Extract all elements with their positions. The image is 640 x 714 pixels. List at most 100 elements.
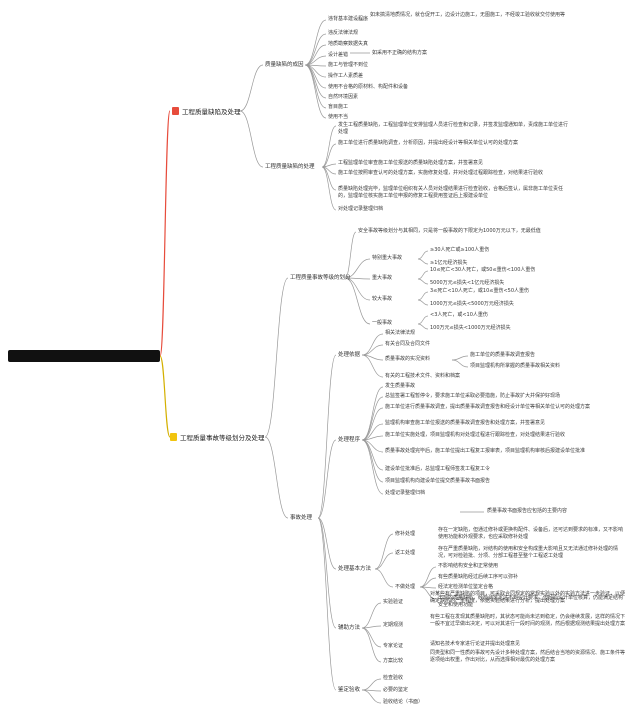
connector-line [321,143,337,168]
method-name: 不做处理 [395,584,416,590]
defect-cause-item: 违背基本建设程序 [328,16,369,22]
defect-cause-item: 施工与管理不到位 [328,62,369,68]
procedure-step: 建设单位批准后，总监理工程师签发工程复工令 [385,466,491,472]
decision-method-name: 方案比较 [383,658,404,664]
defect-handling-step: 发生工程质量缺陷，工程监理单位安排监理人员进行检查和记录，并签发监理通知单，责成… [338,122,569,135]
connector-line [417,270,429,280]
connector-line [361,625,382,629]
procedure-step: 施工单位实施处理，项目监理机构对处理过程进行跟踪检查，对处理结果进行验收 [385,432,566,438]
defect-cause-item: 地质勘察数据失真 [328,41,369,47]
grade-level-loss: 1000万元≤损失<5000万元经济损失 [430,301,514,307]
grade-level-casualty: 10≤死亡<30人死亡，或50≤重伤<100人重伤 [430,267,536,273]
connector-line [361,602,382,629]
defect-handling-step: 施工单位进行质量缺陷调查，分析原因，并提出经设计等相关单位认可的处理方案 [338,140,519,146]
basis-item: 质量事故的实况资料 [385,356,431,362]
connector-line [361,396,384,441]
branch-accident-grading[interactable]: 工程质量事故等级划分及处理 [170,433,265,443]
node-defect-handling[interactable]: 工程质量缺陷的处理 [265,164,315,170]
node-handling-procedure[interactable]: 处理程序 [338,437,361,443]
connector-line [374,552,394,570]
priority-2-icon [170,433,177,441]
procedure-step: 总监签署工程暂停令，要求施工单位采取必要措施，防止事故扩大并保护好现场 [385,393,561,399]
defect-cause-item: 盲目施工 [328,104,349,110]
connector-line [304,33,327,66]
connector-line [344,231,357,279]
connector-line [159,110,171,357]
basis-item: 有关的工程技术文件、资料和档案 [385,373,461,379]
defect-cause-item: 设计差错 [328,52,349,58]
connector-line [361,423,384,441]
basis-fact-item: 项目监理机构所掌握的质量事故相关资料 [470,363,561,369]
connector-line [361,407,384,441]
branch-quality-defects[interactable]: 工程质量缺陷及处理 [172,107,241,117]
connector-line [264,277,289,438]
connector-line [417,315,429,325]
node-decision-methods[interactable]: 辅助方法 [338,625,361,631]
connector-line [317,517,337,691]
connector-line [419,586,437,600]
connector-line [417,323,429,330]
grade-level-name: 特别重大事故 [372,255,403,261]
connector-line [361,689,382,704]
grade-level-casualty: ≥30人死亡或≥100人重伤 [430,247,490,253]
connector-line [361,354,384,378]
method-desc: 存在严重质量缺陷，对结构的使用和安全构成重大影响且又无法通过修补处理的情况，可对… [438,546,619,559]
node-grade-division[interactable]: 工程质量事故等级的划分 [290,275,351,281]
connector-line [317,354,337,519]
node-accident-handling[interactable]: 事故处理 [290,515,313,521]
grade-level-name: 重大事故 [372,275,393,281]
no-action-case: 有些质量缺陷经过后续工序可以弥补 [438,574,519,580]
no-action-case: 不影响结构安全和正常使用 [438,563,499,569]
basis-item: 相关法律法规 [385,330,416,336]
defect-cause-item: 违反法律法规 [328,30,359,36]
node-acceptance[interactable]: 鉴定验收 [338,687,361,693]
defect-cause-item: 操作工人素质差 [328,73,364,79]
connector-line [417,278,429,285]
note-design: 如采用不正确的结构方案 [372,50,428,56]
grade-level-loss: 5000万元≤损失<1亿元经济损失 [430,280,505,286]
connector-line [361,344,384,356]
connector-line [419,577,437,588]
acceptance-item: 验收结论（书面） [383,699,424,705]
connector-line [344,277,371,280]
decision-method-desc: 有些工程在发现其质量缺陷时，其状态可能尚未达到稳定，仍会继续发展，这样的情况下一… [430,614,626,627]
priority-1-icon [172,107,179,115]
connector-line [417,258,429,265]
connector-line [321,125,337,168]
node-handling-basis[interactable]: 处理依据 [338,352,361,358]
connector-line [361,627,382,663]
connector-line [361,333,384,356]
acceptance-item: 检查验收 [383,675,404,681]
connector-line [304,44,327,66]
note-procedure: 如未搞清地质情况，就仓促开工，边设计边施工，无图施工，不经竣工验收就交付使用等 [370,12,566,18]
defect-handling-step: 对处理记录整理归档 [338,206,384,212]
connector-line [317,517,337,570]
node-handling-methods[interactable]: 处理基本方法 [338,566,372,572]
procedure-step: 监理机构审查施工单位报送的质量事故调查报告和处理方案，并签署意见 [385,420,546,426]
no-action-case: 出现的质量缺陷，经检测鉴定达不到设计要求，但经原设计单位核算，仍能满足结构安全和… [438,595,624,608]
defect-handling-step: 质量缺陷处理完毕，监理单位组织有关人员对处理结果进行检查验收，合格后签认，属非施… [338,186,564,199]
root-node-redacted [8,350,160,362]
connector-line [417,299,429,306]
method-name: 返工处理 [395,550,416,556]
connector-line [344,277,371,325]
connector-line [264,436,289,519]
grade-level-casualty: <3人死亡，或<10人重伤 [430,312,488,318]
decision-method-name: 实验验证 [383,599,404,605]
connector-line [361,439,384,495]
procedure-step: 施工单位进行质量事故调查，提出质量事故调查报告和经设计单位等相关单位认可的处理方… [385,404,591,410]
grade-level-name: 较大事故 [372,296,393,302]
node-defect-causes[interactable]: 质量缺陷的成因 [265,62,304,68]
method-name: 修补处理 [395,531,416,537]
connector-line [451,359,469,368]
procedure-step: 发生质量事故 [385,383,416,389]
connector-line [317,439,337,519]
report-note: 质量事故书面报告应包括的主要内容 [487,508,568,514]
connector-line [304,19,327,66]
connector-line [321,166,337,211]
decision-method-desc: 对某些有严重缺陷的项目，可采取合同规定的常规实验以外的实验方法进一步验证，以便确… [430,591,626,604]
procedure-step: 质量事故处理完毕后，施工单位提出工程复工报审表，项目监理机构审核后报建设单位批准 [385,448,586,454]
connector-line [317,517,337,629]
basis-item: 有关合同及合同文件 [385,341,431,347]
